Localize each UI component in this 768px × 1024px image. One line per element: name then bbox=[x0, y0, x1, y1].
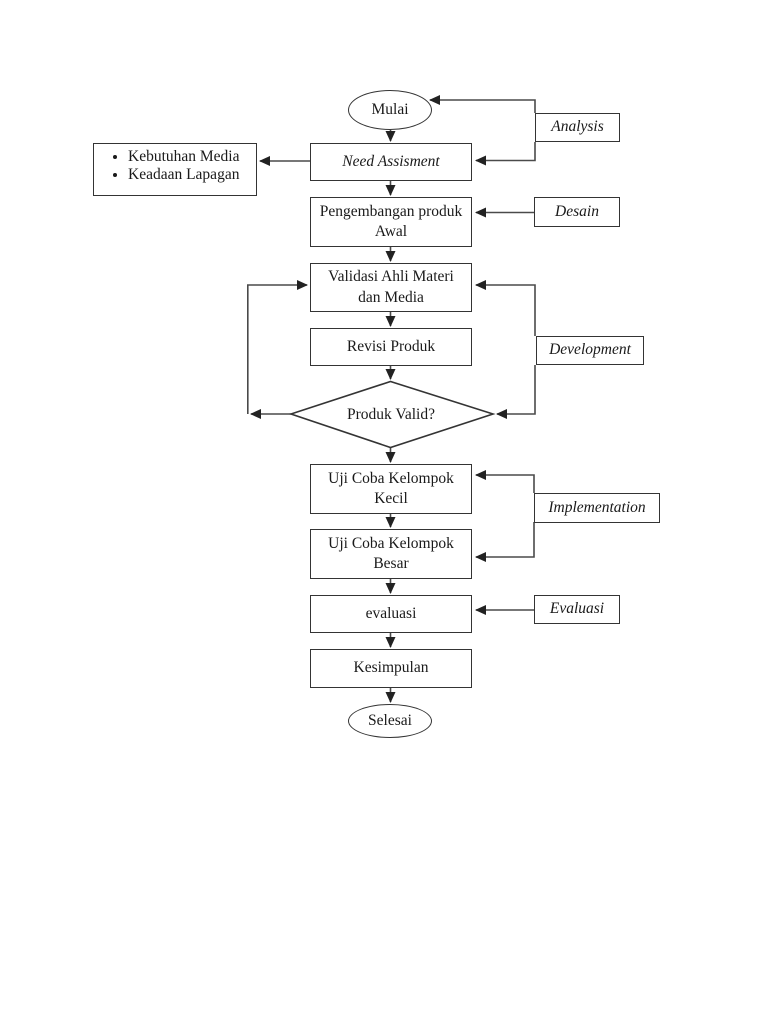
phase-label-analysis: Analysis bbox=[535, 113, 620, 142]
node-label: evaluasi bbox=[365, 604, 417, 622]
bullet-list: Kebutuhan Media Keadaan Lapagan bbox=[94, 148, 239, 183]
list-item-label: Keadaan Lapagan bbox=[128, 165, 240, 183]
phase-label-implementation: Implementation bbox=[534, 493, 660, 523]
node-pengembangan-produk-awal: Pengembangan produk Awal bbox=[310, 197, 472, 247]
node-label: Uji Coba Kelompok Kecil bbox=[328, 469, 454, 507]
node-uji-coba-kecil: Uji Coba Kelompok Kecil bbox=[310, 464, 472, 514]
node-uji-coba-besar: Uji Coba Kelompok Besar bbox=[310, 529, 472, 579]
connector-development-to-diamond bbox=[496, 365, 536, 419]
phase-label-text: Analysis bbox=[551, 118, 604, 136]
connector-implementation-to-ujibesar bbox=[475, 522, 535, 562]
node-label: Revisi Produk bbox=[346, 337, 436, 355]
node-revisi-produk: Revisi Produk bbox=[310, 328, 472, 366]
list-item: Kebutuhan Media bbox=[128, 148, 239, 166]
node-evaluasi: evaluasi bbox=[310, 595, 472, 633]
connector-analysis-to-mulai bbox=[429, 95, 536, 113]
list-item-label: Kebutuhan Media bbox=[128, 148, 240, 165]
node-kebutuhan-list: Kebutuhan Media Keadaan Lapagan bbox=[93, 143, 257, 196]
node-label: Need Assisment bbox=[342, 152, 440, 170]
list-item: Keadaan Lapagan bbox=[128, 166, 239, 184]
connector-implementation-to-ujikecil bbox=[475, 470, 535, 493]
connector-development-to-validasi bbox=[475, 280, 536, 336]
node-label: Kesimpulan bbox=[353, 659, 429, 677]
node-label: Mulai bbox=[371, 100, 409, 118]
node-kesimpulan: Kesimpulan bbox=[310, 649, 472, 688]
node-produk-valid-decision: Produk Valid? bbox=[289, 381, 493, 448]
node-label: Pengembangan produk Awal bbox=[319, 202, 463, 240]
node-label: Validasi Ahli Materi dan Media bbox=[328, 268, 454, 306]
phase-label-text: Development bbox=[549, 341, 631, 359]
decision-diamond-shape bbox=[288, 380, 496, 449]
phase-label-text: Desain bbox=[555, 202, 599, 220]
node-need-assisment: Need Assisment bbox=[310, 143, 472, 181]
node-label: Selesai bbox=[368, 711, 412, 729]
node-label: Produk Valid? bbox=[347, 405, 435, 423]
phase-label-text: Implementation bbox=[548, 498, 646, 516]
node-validasi-ahli: Validasi Ahli Materi dan Media bbox=[310, 263, 472, 312]
node-end-selesai: Selesai bbox=[348, 704, 432, 738]
node-start-mulai: Mulai bbox=[348, 90, 432, 130]
phase-label-evaluasi: Evaluasi bbox=[534, 595, 620, 624]
phase-label-development: Development bbox=[536, 336, 644, 365]
connector-loop-to-validasi bbox=[247, 280, 308, 414]
connector-analysis-to-need bbox=[475, 142, 536, 166]
node-label: Uji Coba Kelompok Besar bbox=[328, 534, 454, 572]
phase-label-desain: Desain bbox=[534, 197, 620, 227]
phase-label-text: Evaluasi bbox=[549, 600, 605, 618]
